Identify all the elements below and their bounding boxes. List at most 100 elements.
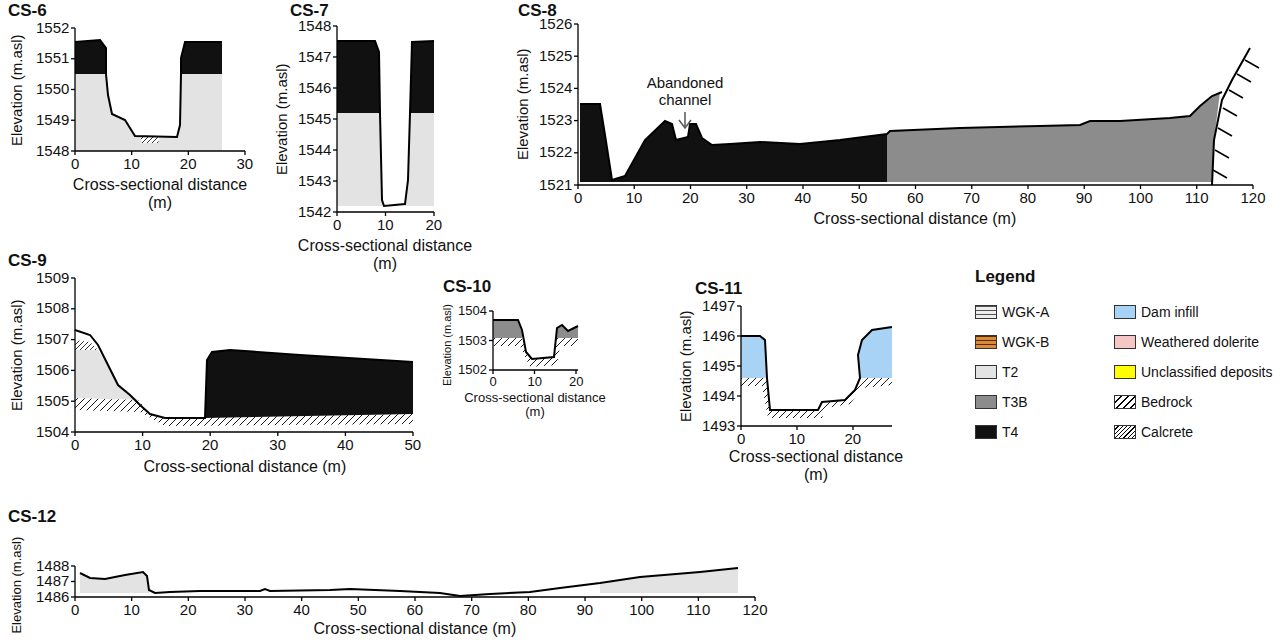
tick-label: 10	[626, 190, 643, 207]
tick-mark	[71, 89, 75, 90]
tick-label: 0	[737, 431, 745, 448]
cs6-section-part	[75, 40, 222, 137]
tick-label: 100	[629, 602, 654, 619]
tick-mark	[210, 432, 211, 436]
cs10-section	[493, 320, 578, 367]
tick-mark	[131, 151, 132, 155]
tick-label: 110	[686, 602, 710, 619]
tick-mark	[489, 310, 493, 311]
cs8-section-part	[887, 92, 1220, 182]
legend-text: T3B	[1002, 395, 1028, 410]
tick-mark	[574, 23, 578, 24]
tick-label: 20	[202, 437, 219, 454]
cs6-section	[75, 40, 222, 151]
axis-label: Cross-sectional distance (m)	[716, 448, 916, 483]
tick-label: 20	[845, 431, 862, 448]
tick-label: 30	[269, 437, 286, 454]
tick-mark	[754, 597, 755, 601]
cs8-section-part	[679, 112, 691, 128]
x-axis	[75, 150, 245, 151]
tick-label: 1526	[539, 16, 572, 33]
tick-label: 10	[123, 156, 140, 173]
tick-label: 1496	[702, 328, 735, 345]
cs10-section-part	[493, 320, 578, 359]
tick-mark	[333, 118, 337, 119]
tick-label: 1542	[298, 204, 331, 221]
tick-label: 1508	[36, 300, 69, 317]
tick-label: 40	[337, 437, 354, 454]
tick-mark	[690, 185, 691, 189]
tick-mark	[71, 339, 75, 340]
tick-mark	[492, 370, 493, 374]
tick-label: 120	[743, 602, 768, 619]
tick-mark	[634, 185, 635, 189]
tick-mark	[1140, 185, 1141, 189]
cs6-section-part	[140, 137, 160, 143]
tick-mark	[333, 180, 337, 181]
tick-label: 0	[71, 602, 79, 619]
cs11-section-part	[741, 327, 892, 410]
tick-label: 1503	[458, 334, 487, 348]
legend-swatch	[975, 395, 997, 409]
tick-label: 40	[293, 602, 310, 619]
tick-mark	[345, 432, 346, 436]
tick-mark	[641, 597, 642, 601]
tick-mark	[71, 27, 75, 28]
tick-label: 50	[350, 602, 367, 619]
tick-mark	[333, 87, 337, 88]
cs12-section-part	[80, 568, 738, 596]
tick-label: 30	[237, 602, 254, 619]
axis-label: Cross-sectional distance (m)	[314, 620, 517, 638]
tick-label: 0	[71, 156, 79, 173]
tick-label: 10	[134, 437, 151, 454]
axis-label: Elevation (m.asl)	[9, 34, 26, 146]
tick-label: 1548	[298, 18, 331, 35]
cs6-section-part	[75, 74, 222, 151]
tick-label: 20	[180, 602, 197, 619]
callout-label: Abandoned channel	[635, 75, 735, 108]
tick-label: 1509	[36, 270, 69, 287]
legend-text: Calcrete	[1141, 425, 1193, 440]
tick-label: 1504	[36, 424, 69, 441]
tick-mark	[574, 56, 578, 57]
tick-label: 1544	[298, 142, 331, 159]
tick-mark	[74, 597, 75, 601]
tick-label: 30	[237, 156, 254, 173]
tick-mark	[698, 597, 699, 601]
tick-mark	[746, 185, 747, 189]
legend-text: T4	[1002, 425, 1018, 440]
legend-swatch	[1114, 335, 1136, 349]
tick-label: 90	[577, 602, 594, 619]
tick-mark	[188, 151, 189, 155]
tick-label: 1493	[702, 418, 735, 435]
tick-mark	[584, 597, 585, 601]
tick-mark	[915, 185, 916, 189]
tick-mark	[575, 370, 576, 374]
cs7-section-part	[337, 41, 434, 206]
legend-text: Dam infill	[1141, 305, 1199, 320]
tick-label: 70	[463, 602, 480, 619]
y-axis	[577, 24, 578, 185]
x-axis	[75, 431, 413, 432]
tick-label: 10	[123, 602, 140, 619]
tick-mark	[433, 212, 434, 216]
legend-swatch	[1114, 395, 1136, 409]
x-axis	[741, 425, 892, 426]
tick-label: 1552	[36, 20, 69, 37]
cs7-section-part	[337, 113, 384, 206]
cs11-section-part	[858, 327, 892, 378]
tick-mark	[71, 277, 75, 278]
axis-label: Elevation (m.asl)	[9, 299, 26, 411]
tick-label: 0	[490, 375, 497, 389]
axis-label: Elevation (m.asl)	[10, 537, 24, 634]
tick-label: 100	[1128, 190, 1153, 207]
tick-label: 10	[377, 217, 394, 234]
legend-text: WGK-B	[1002, 335, 1049, 350]
cs8-section-part	[1213, 60, 1259, 178]
tick-label: 40	[795, 190, 812, 207]
cs8-section	[580, 48, 1259, 185]
tick-label: 1524	[539, 80, 572, 97]
tick-mark	[852, 426, 853, 430]
axis-label: Elevation (m.asl)	[441, 304, 453, 386]
